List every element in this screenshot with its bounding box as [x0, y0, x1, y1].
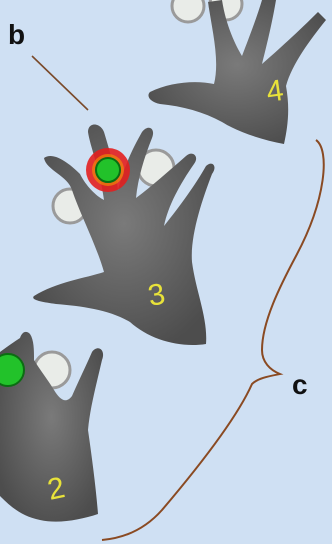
- hand-4: 4: [148, 0, 326, 144]
- label-b: b: [8, 19, 25, 50]
- active-finger-marker: [0, 353, 25, 387]
- finger-marker: [170, 0, 206, 24]
- hand-3-number: 3: [145, 277, 167, 312]
- bracket-c: [101, 139, 325, 541]
- hand-2-shape: [0, 331, 104, 522]
- hand-2-number: 2: [45, 471, 68, 507]
- hand-3-shape: [33, 124, 215, 346]
- hand-3: 3: [33, 124, 215, 346]
- label-c: c: [292, 369, 308, 400]
- hand-4-shape: [148, 0, 326, 144]
- hand-4-number: 4: [264, 74, 285, 109]
- label-b-leader: [31, 55, 89, 111]
- active-finger-marker: [95, 157, 121, 183]
- hand-2: 2: [0, 331, 104, 522]
